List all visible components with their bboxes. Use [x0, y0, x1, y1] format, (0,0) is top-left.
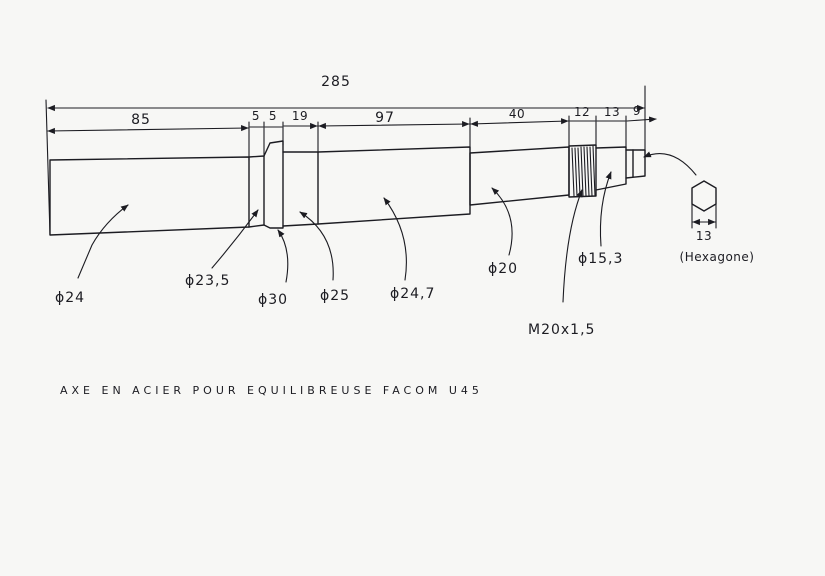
diameter-24-label: ϕ24 — [55, 290, 85, 306]
dimension-total-label: 285 — [321, 74, 351, 90]
dimension-13-label: 13 — [604, 105, 620, 119]
dimension-85-label: 85 — [131, 112, 151, 128]
dimension-12-label: 12 — [574, 105, 590, 119]
dimension-5a-label: 5 — [252, 109, 260, 123]
diameter-25-label: ϕ25 — [320, 288, 350, 304]
hexagon-size-label: 13 — [696, 229, 712, 243]
hexagon-shape — [691, 180, 717, 212]
dimension-19-label: 19 — [292, 109, 308, 123]
dimension-9-label: 9 — [633, 104, 641, 118]
diameter-20-label: ϕ20 — [488, 261, 518, 277]
dimension-5b-label: 5 — [269, 109, 277, 123]
dimension-line-segments — [47, 116, 657, 134]
thread-label: M20x1,5 — [528, 322, 595, 338]
leader-lines — [77, 151, 697, 303]
hexagon-label: (Hexagone) — [680, 250, 755, 264]
diameter-15-3-label: ϕ15,3 — [578, 251, 623, 267]
diameter-24-7-label: ϕ24,7 — [390, 286, 435, 302]
dimension-97-label: 97 — [375, 110, 395, 126]
diameter-30-label: ϕ30 — [258, 292, 288, 308]
diameter-23-5-label: ϕ23,5 — [185, 273, 230, 289]
dimension-40-label: 40 — [509, 107, 525, 121]
hexagon-detail: 13 (Hexagone) — [680, 180, 755, 264]
thread-hatching — [571, 145, 596, 197]
drawing-caption: AXE EN ACIER POUR EQUILIBREUSE FACOM U45 — [60, 384, 483, 397]
shaft-outline — [49, 140, 646, 236]
